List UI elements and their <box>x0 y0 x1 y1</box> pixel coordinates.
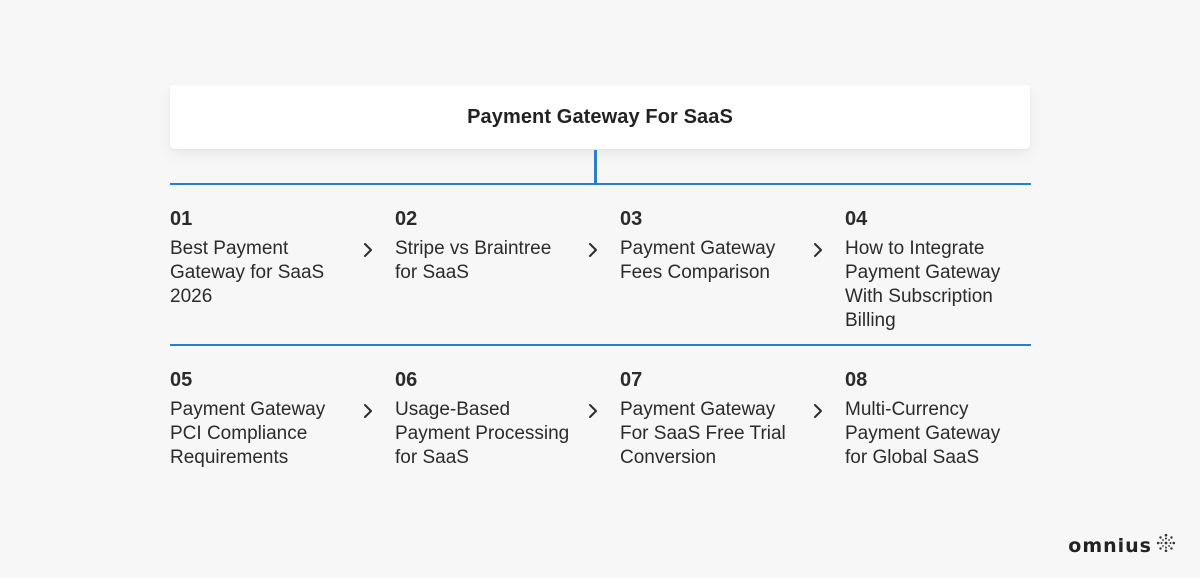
topic-number: 06 <box>395 369 418 391</box>
topic-item-05[interactable]: 05 Payment Gateway PCI Compliance Requir… <box>170 366 395 470</box>
chevron-right-icon <box>810 403 826 419</box>
chevron-right-icon <box>810 242 826 258</box>
page-title: Payment Gateway For SaaS <box>467 105 733 128</box>
topic-row-2: 05 Payment Gateway PCI Compliance Requir… <box>170 366 1031 470</box>
topic-number: 07 <box>620 369 643 391</box>
topic-number: 08 <box>845 369 868 391</box>
topic-item-02[interactable]: 02 Stripe vs Braintree for SaaS <box>395 205 620 333</box>
divider-middle <box>170 344 1031 346</box>
title-connector <box>594 150 597 184</box>
topic-number: 03 <box>620 208 643 230</box>
topic-label: Payment Gateway For SaaS Free Trial Conv… <box>620 399 786 468</box>
topic-number: 02 <box>395 208 418 230</box>
topic-item-03[interactable]: 03 Payment Gateway Fees Comparison <box>620 205 845 333</box>
topic-label: Multi-Currency Payment Gateway for Globa… <box>845 399 1001 468</box>
topic-number: 04 <box>845 208 868 230</box>
brand-logo: omnius <box>1068 533 1176 558</box>
topic-row-1: 01 Best Payment Gateway for SaaS 2026 02… <box>170 205 1031 333</box>
topic-item-06[interactable]: 06 Usage-Based Payment Processing for Sa… <box>395 366 620 470</box>
topic-item-07[interactable]: 07 Payment Gateway For SaaS Free Trial C… <box>620 366 845 470</box>
omnius-logo-icon <box>1156 533 1176 558</box>
logo-text: omnius <box>1068 534 1152 557</box>
topic-item-04[interactable]: 04 How to Integrate Payment Gateway With… <box>845 205 1031 333</box>
chevron-right-icon <box>585 242 601 258</box>
topic-label: Usage-Based Payment Processing for SaaS <box>395 399 570 468</box>
topic-label: Best Payment Gateway for SaaS 2026 <box>170 238 325 307</box>
topic-label: Payment Gateway Fees Comparison <box>620 238 776 283</box>
chevron-right-icon <box>360 242 376 258</box>
topic-label: Stripe vs Braintree for SaaS <box>395 238 552 283</box>
chevron-right-icon <box>360 403 376 419</box>
topic-item-01[interactable]: 01 Best Payment Gateway for SaaS 2026 <box>170 205 395 333</box>
chevron-right-icon <box>585 403 601 419</box>
topic-number: 01 <box>170 208 193 230</box>
title-card: Payment Gateway For SaaS <box>170 85 1030 149</box>
topic-item-08[interactable]: 08 Multi-Currency Payment Gateway for Gl… <box>845 366 1031 470</box>
topic-number: 05 <box>170 369 193 391</box>
topic-label: How to Integrate Payment Gateway With Su… <box>845 238 1001 331</box>
topic-label: Payment Gateway PCI Compliance Requireme… <box>170 399 326 468</box>
divider-top <box>170 183 1031 185</box>
